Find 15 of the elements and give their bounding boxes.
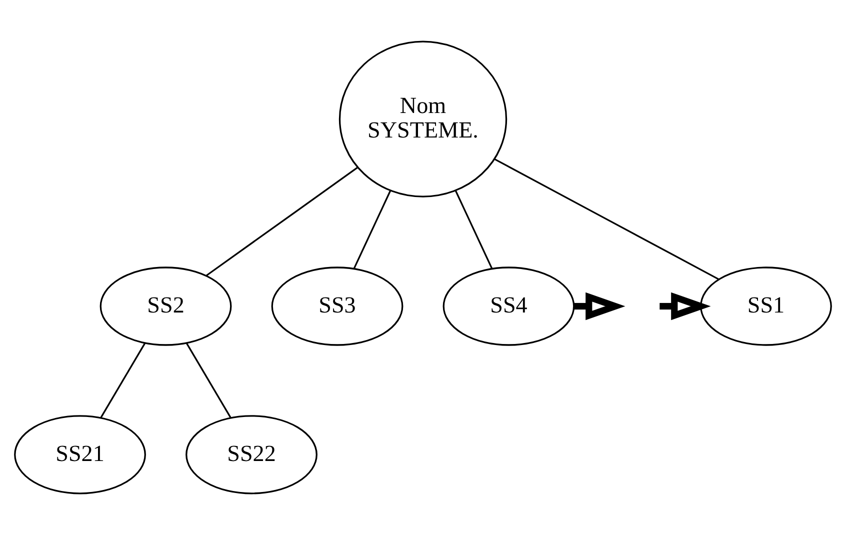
node-ellipse: SS4 <box>442 266 575 346</box>
connector <box>186 342 232 418</box>
connector <box>454 190 493 269</box>
arrow <box>574 292 626 320</box>
node-ellipse: SS22 <box>186 414 318 494</box>
connector <box>353 190 392 269</box>
node-ellipse: SS2 <box>100 266 232 346</box>
connector <box>100 342 146 418</box>
node-ellipse: SS21 <box>14 414 146 494</box>
connector <box>206 166 358 276</box>
node-ellipse: SS3 <box>271 266 404 346</box>
node-circle: Nom SYSTEME. <box>338 40 508 197</box>
arrow <box>660 292 711 320</box>
node-ellipse: SS1 <box>700 266 832 346</box>
connector <box>494 158 720 280</box>
